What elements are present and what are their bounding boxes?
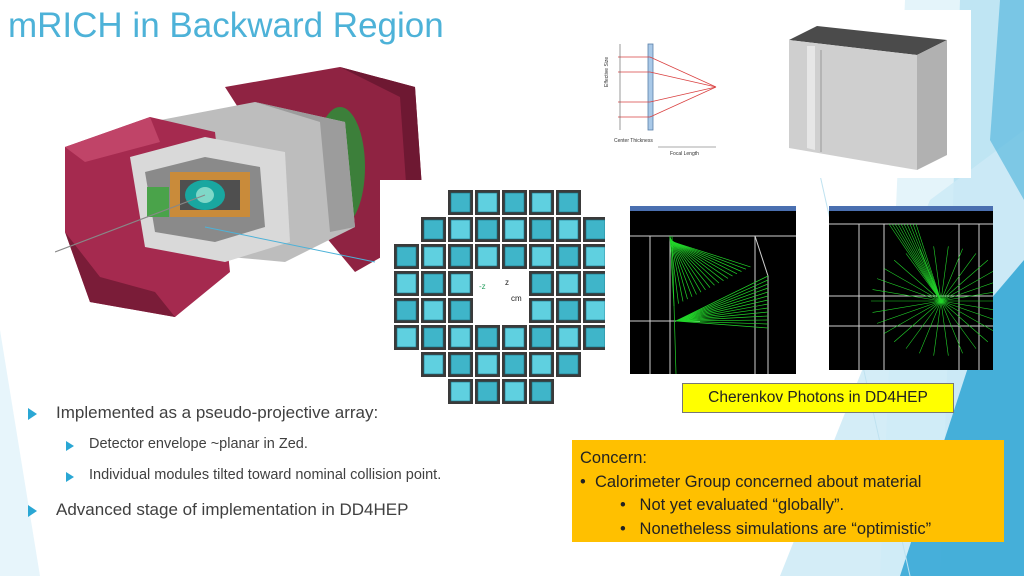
- lens-label-effective-size: Effective Size: [604, 57, 610, 87]
- bullet-subitem: Detector envelope ~planar in Zed.: [89, 436, 308, 452]
- bullet-item: Implemented as a pseudo-projective array…: [56, 403, 379, 422]
- lens-label-center-thickness: Center Thickness: [614, 138, 653, 144]
- fresnel-lens-diagram: Effective Size Center Thickness Focal Le…: [598, 32, 728, 162]
- bullet-arrow-icon: [66, 441, 74, 451]
- bullet-arrow-icon: [66, 472, 74, 482]
- concern-item: • Calorimeter Group concerned about mate…: [580, 472, 922, 491]
- detector-3d-image: [55, 67, 425, 317]
- module-box-image: [777, 10, 971, 178]
- array-axis-label: cm: [511, 294, 522, 303]
- cherenkov-simulation-2: [829, 206, 993, 370]
- module-array-image: -z zcm: [380, 180, 605, 410]
- bullet-arrow-icon: [28, 408, 37, 420]
- bullet-item: Advanced stage of implementation in DD4H…: [56, 500, 409, 519]
- array-axis-label: -z: [479, 282, 486, 291]
- concern-heading: Concern:: [580, 449, 647, 467]
- lens-label-focal-length: Focal Length: [670, 151, 699, 157]
- concern-subitem: • Nonetheless simulations are “optimisti…: [620, 519, 932, 538]
- bullet-arrow-icon: [28, 505, 37, 517]
- cherenkov-simulation-1: [630, 206, 796, 374]
- bullet-subitem: Individual modules tilted toward nominal…: [89, 467, 442, 483]
- concern-box: Concern: • Calorimeter Group concerned a…: [572, 440, 1004, 542]
- page-title: mRICH in Backward Region: [8, 6, 444, 45]
- concern-subitem: • Not yet evaluated “globally”.: [620, 496, 845, 514]
- cherenkov-caption: Cherenkov Photons in DD4HEP: [682, 383, 954, 413]
- array-axis-label: z: [505, 278, 509, 287]
